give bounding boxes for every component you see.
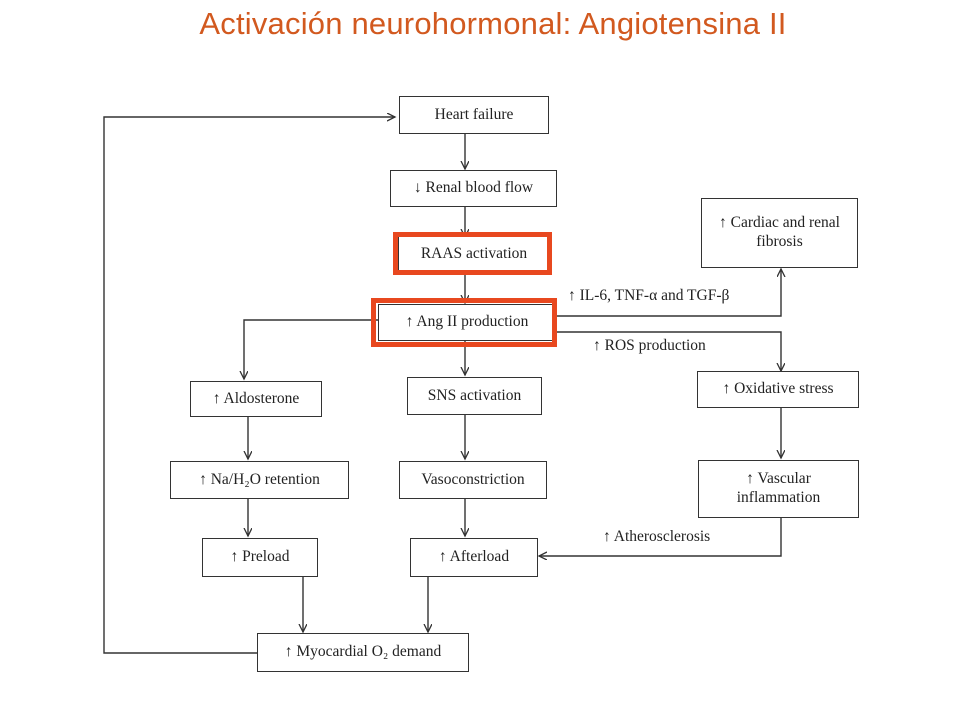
node-myocardial-o2-demand: ↑ Myocardial O₂ demand <box>257 633 469 672</box>
highlight-raas <box>393 232 552 275</box>
label-atherosclerosis: ↑ Atherosclerosis <box>603 528 711 545</box>
label-ros-production: ↑ ROS production <box>593 337 706 354</box>
node-vascular-inflammation: ↑ Vascular inflammation <box>698 460 859 518</box>
edge-ang-aldosterone <box>244 319 378 379</box>
node-ang-ii-production: ↑ Ang II production <box>378 304 556 341</box>
edge-ang-fibrosis <box>556 269 781 317</box>
node-vasoconstriction: Vasoconstriction <box>399 461 547 499</box>
node-oxidative-stress: ↑ Oxidative stress <box>697 371 859 408</box>
node-preload: ↑ Preload <box>202 538 318 577</box>
node-sns-activation: SNS activation <box>407 377 542 415</box>
node-na-h2o-retention: ↑ Na/H₂O retention <box>170 461 349 499</box>
node-aldosterone: ↑ Aldosterone <box>190 381 322 417</box>
node-heart-failure: Heart failure <box>399 96 549 134</box>
node-renal-blood-flow: ↓ Renal blood flow <box>390 170 557 207</box>
node-cardiac-renal-fibrosis: ↑ Cardiac and renal fibrosis <box>701 198 858 268</box>
edge-demand-hf <box>103 117 395 654</box>
edge-ang-oxidative <box>556 331 781 371</box>
highlight-ang-ii <box>371 298 557 347</box>
edge-inflammation-afterload <box>539 518 782 556</box>
label-cytokines: ↑ IL-6, TNF-α and TGF-β <box>568 287 730 304</box>
page-title: Activación neurohormonal: Angiotensina I… <box>199 6 787 41</box>
node-afterload: ↑ Afterload <box>410 538 538 577</box>
